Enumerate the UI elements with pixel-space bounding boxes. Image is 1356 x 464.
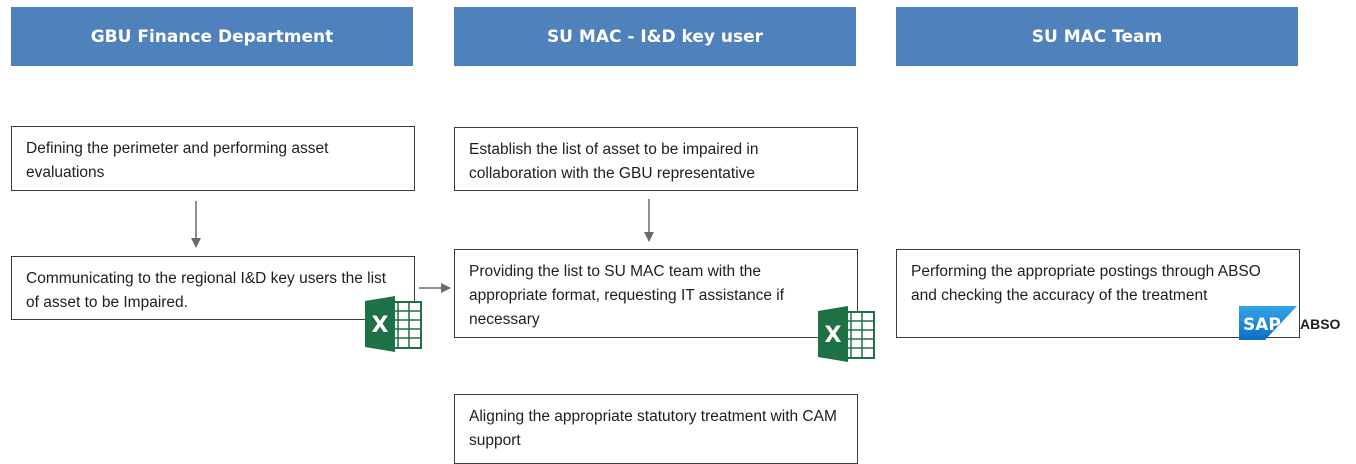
box-text: Aligning the appropriate statutory treat… bbox=[469, 408, 837, 449]
box-text: Defining the perimeter and performing as… bbox=[26, 140, 329, 181]
box-text: Providing the list to SU MAC team with t… bbox=[469, 263, 785, 328]
sap-logo-text: SAP bbox=[1243, 315, 1281, 335]
box-define-perimeter: Defining the perimeter and performing as… bbox=[11, 126, 415, 191]
lane-header-su-mac-team: SU MAC Team bbox=[896, 7, 1298, 66]
box-text: Establish the list of asset to be impair… bbox=[469, 141, 759, 182]
box-perform-postings: Performing the appropriate postings thro… bbox=[896, 249, 1300, 338]
lane-title: SU MAC Team bbox=[1031, 26, 1163, 47]
lane-header-su-mac-key-user: SU MAC - I&D key user bbox=[454, 7, 856, 66]
excel-icon: X bbox=[365, 296, 422, 352]
box-text: Communicating to the regional I&D key us… bbox=[26, 270, 387, 311]
sap-logo-icon: SAP bbox=[1239, 306, 1297, 340]
excel-letter: X bbox=[372, 313, 389, 338]
excel-letter: X bbox=[825, 323, 842, 348]
abso-label: ABSO bbox=[1300, 316, 1340, 332]
lane-title: GBU Finance Department bbox=[90, 26, 334, 47]
excel-icon: X bbox=[818, 306, 875, 362]
box-establish-list: Establish the list of asset to be impair… bbox=[454, 127, 858, 191]
box-provide-list: Providing the list to SU MAC team with t… bbox=[454, 249, 858, 338]
lane-title: SU MAC - I&D key user bbox=[546, 26, 764, 47]
box-text: Performing the appropriate postings thro… bbox=[911, 263, 1261, 304]
box-communicate-list: Communicating to the regional I&D key us… bbox=[11, 256, 415, 320]
abso-text: ABSO bbox=[1300, 316, 1341, 332]
lane-header-gbu-finance: GBU Finance Department bbox=[11, 7, 413, 66]
box-align-treatment: Aligning the appropriate statutory treat… bbox=[454, 394, 858, 464]
